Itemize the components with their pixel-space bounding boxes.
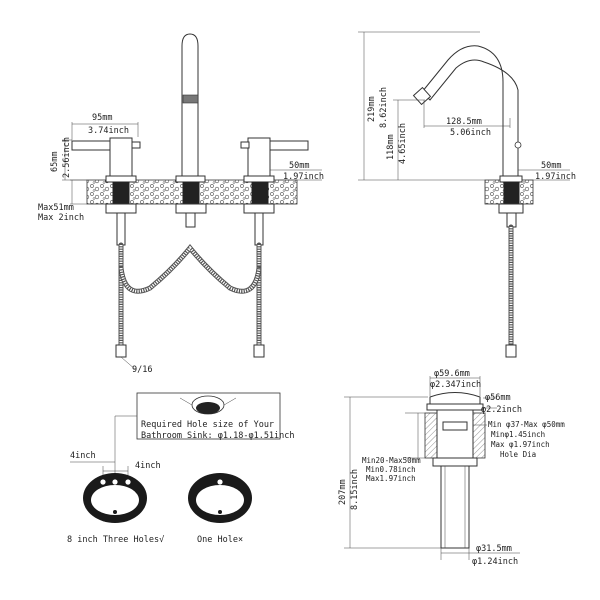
hole-dia-line-4: Hole Dia xyxy=(500,450,536,459)
drain-cap xyxy=(429,392,481,405)
cap-diameter-inch-label: φ2.347inch xyxy=(430,380,481,390)
left-handle xyxy=(71,137,141,183)
drain-assembly: φ59.6mm φ2.347inch φ56mm φ2.2inch Min φ3… xyxy=(338,369,565,567)
pipe-diameter-mm-label: φ31.5mm xyxy=(476,544,512,554)
thickness-line-1: Min20-Max50mm xyxy=(362,456,421,465)
one-hole-sink-icon xyxy=(188,473,252,523)
front-view-faucet: 9/16 95mm 3.74inch 65mm 2.56inch 50mm 1.… xyxy=(38,33,324,375)
total-height-inch-label: 8.62inch xyxy=(379,87,389,128)
drain-height-inch-label: 8.15inch xyxy=(350,469,360,510)
drain-pipe xyxy=(440,465,470,549)
three-hole-sink-icon xyxy=(83,473,147,523)
reach-mm-label: 128.5mm xyxy=(446,117,482,127)
side-deck-depth-mm-label: 50mm xyxy=(541,161,561,171)
side-deck-depth-inch-label: 1.97inch xyxy=(535,172,576,182)
side-spout xyxy=(421,45,519,181)
hole-spacing-right-label: 4inch xyxy=(135,461,161,471)
deck-depth-inch-label: 1.97inch xyxy=(283,172,324,182)
deck-depth-mm-label: 50mm xyxy=(289,161,309,171)
thickness-line-3: Max1.97inch xyxy=(366,474,416,483)
drain-height-mm-label: 207mm xyxy=(338,479,348,505)
handle-height-mm-label: 65mm xyxy=(50,152,60,172)
three-hole-caption: 8 inch Three Holes√ xyxy=(67,535,164,545)
hole-dia-line-3: Max φ1.97inch xyxy=(491,440,550,449)
thickness-line-2: Min0.78inch xyxy=(366,465,416,474)
one-hole-caption: One Hole× xyxy=(197,535,243,545)
hole-dia-line-1: Min φ37-Max φ50mm xyxy=(488,420,565,429)
flange-diameter-mm-label: φ56mm xyxy=(485,393,511,403)
hole-spacing-left-label: 4inch xyxy=(70,451,96,461)
spread-mm-label: 95mm xyxy=(92,113,112,123)
spout-height-inch-label: 4.65inch xyxy=(398,123,408,164)
side-view-faucet: 219mm 8.62inch 118mm 4.65inch 128.5mm 5.… xyxy=(358,31,576,358)
handle-height-inch-label: 2.56inch xyxy=(62,137,72,178)
max-thickness-mm-label: Max51mm xyxy=(38,203,74,213)
max-thickness-inch-label: Max 2inch xyxy=(38,213,84,223)
right-handle xyxy=(240,137,309,183)
spread-inch-label: 3.74inch xyxy=(88,126,129,136)
pipe-diameter-inch-label: φ1.24inch xyxy=(472,557,518,567)
sink-hole-section: Required Hole size of Your Bathroom Sink… xyxy=(67,392,295,545)
spout-height-mm-label: 118mm xyxy=(386,134,396,160)
hole-dia-line-2: Minφ1.45inch xyxy=(491,430,545,439)
required-hole-text-2: Bathroom Sink: φ1.18-φ1.51inch xyxy=(141,431,295,441)
cap-diameter-mm-label: φ59.6mm xyxy=(434,369,470,379)
aerator xyxy=(182,94,199,104)
required-hole-text-1: Required Hole size of Your xyxy=(141,420,274,430)
supply-hoses xyxy=(115,242,265,358)
flange-diameter-inch-label: φ2.2inch xyxy=(481,405,522,415)
total-height-mm-label: 219mm xyxy=(367,96,377,122)
reach-inch-label: 5.06inch xyxy=(450,128,491,138)
thread-size-label: 9/16 xyxy=(132,365,152,375)
spout xyxy=(181,33,199,181)
